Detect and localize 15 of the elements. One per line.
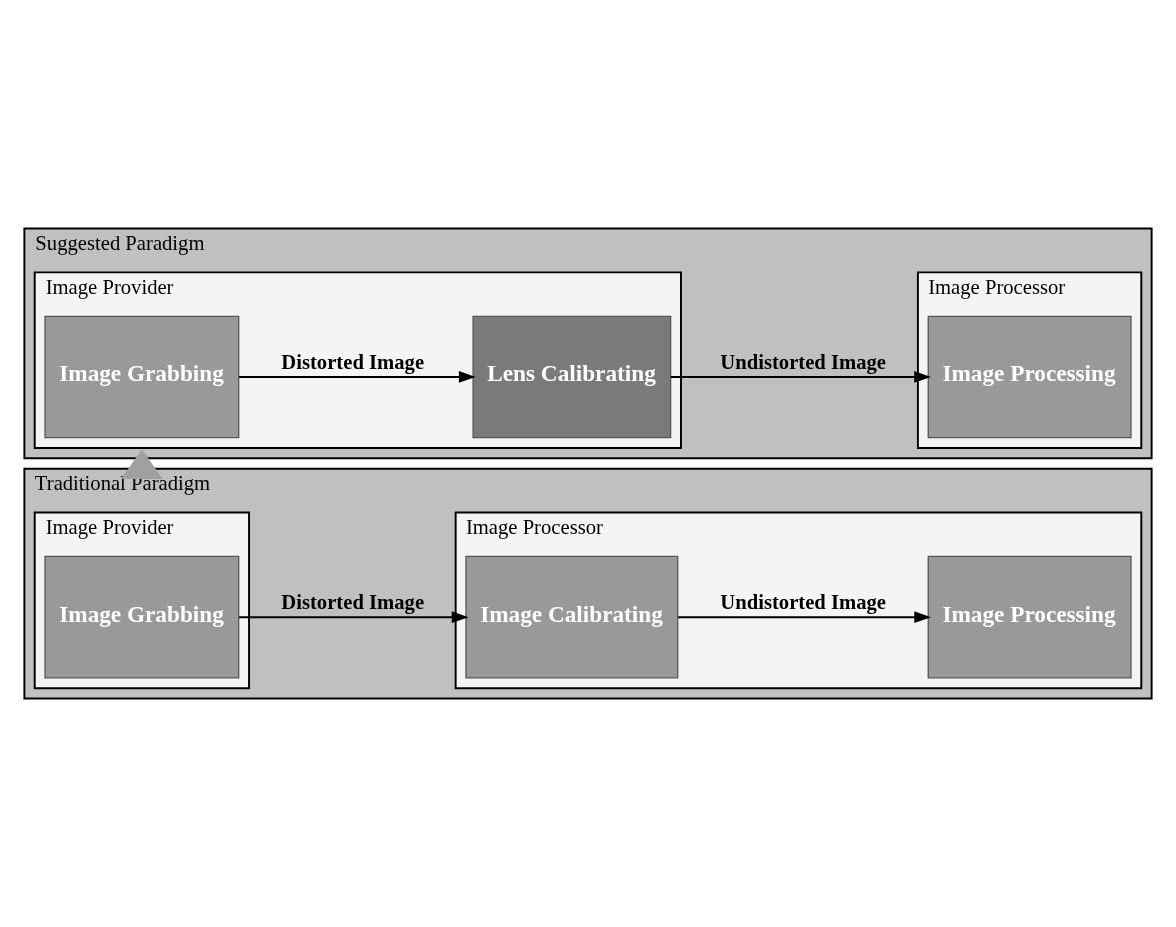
arrow (121, 449, 163, 479)
node-box: Image Processing (927, 315, 1132, 439)
node-box: Lens Calibrating (472, 315, 672, 439)
edge-label: Undistorted Image (720, 591, 887, 614)
arrow (677, 611, 932, 624)
arrow (238, 611, 469, 624)
node-box: Image Calibrating (465, 555, 679, 679)
node-box: Image Grabbing (44, 555, 240, 679)
node-box: Image Grabbing (44, 315, 240, 439)
edge-label: Distorted Image (281, 591, 425, 614)
arrow (669, 371, 931, 383)
edge-label: Distorted Image (281, 350, 425, 373)
edge-label: Undistorted Image (720, 350, 887, 373)
node-box: Image Processing (927, 555, 1132, 679)
arrow (238, 371, 476, 383)
